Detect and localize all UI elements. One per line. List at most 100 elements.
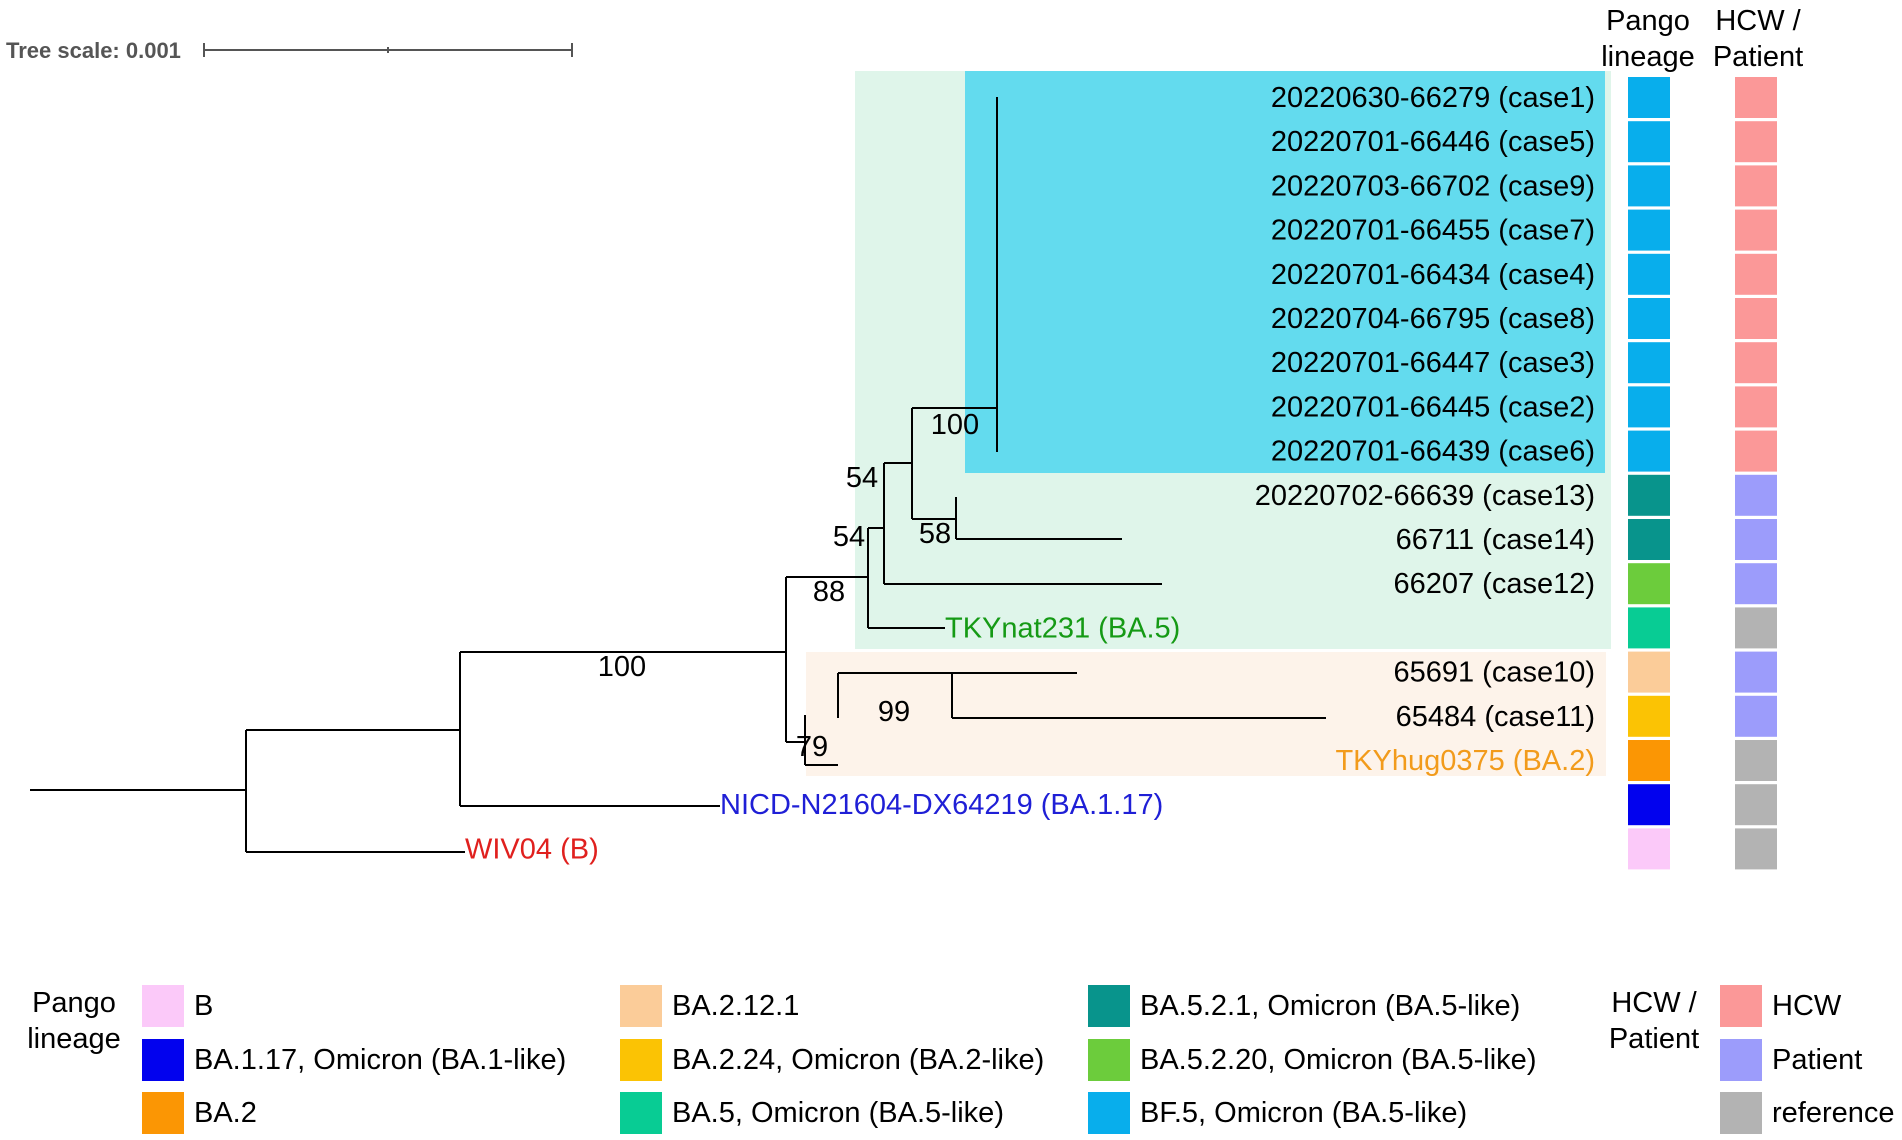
legend-label: HCW: [1772, 990, 1842, 1022]
hcw-patient-cell: [1735, 253, 1777, 295]
pango-lineage-cell: [1628, 386, 1670, 428]
hcw-patient-cell: [1735, 430, 1777, 472]
pango-lineage-cell: [1628, 209, 1670, 251]
legend-swatch: [620, 985, 662, 1027]
tip-label: 20220701-66455 (case7): [1271, 215, 1595, 247]
bootstrap-value: 88: [813, 576, 845, 608]
legend-swatch: [142, 985, 184, 1027]
pango-lineage-cell: [1628, 828, 1670, 870]
pango-lineage-cell: [1628, 607, 1670, 649]
hcw-patient-cell: [1735, 77, 1777, 118]
group-legend: HCW / Patient HCW Patient reference: [1609, 985, 1895, 1134]
tip-label: 20220704-66795 (case8): [1271, 303, 1595, 335]
hcw-patient-cell: [1735, 165, 1777, 207]
tip-label: 20220701-66445 (case2): [1271, 391, 1595, 423]
pango-legend-title-line1: Pango: [32, 987, 116, 1019]
legend-label: BA.2.12.1: [672, 990, 799, 1022]
legend-label: BA.1.17, Omicron (BA.1-like): [194, 1044, 566, 1076]
tree-scale-label: Tree scale: 0.001: [6, 38, 181, 63]
hcw-patient-cell: [1735, 563, 1777, 605]
legend-label: BA.5, Omicron (BA.5-like): [672, 1097, 1004, 1129]
pango-lineage-cell: [1628, 519, 1670, 560]
bootstrap-value: 54: [846, 462, 878, 494]
tree-scale-bar: [203, 43, 573, 57]
pango-lineage-cell: [1628, 430, 1670, 472]
hcw-patient-strip: [1735, 77, 1777, 870]
hcw-patient-cell: [1735, 828, 1777, 870]
hcw-patient-cell: [1735, 474, 1777, 516]
legend-label: reference: [1772, 1097, 1895, 1129]
legend-swatch: [1720, 1039, 1762, 1081]
pango-column-header-line2: lineage: [1601, 41, 1695, 73]
bf5-clade-shading: [965, 71, 1605, 473]
pango-lineage-cell: [1628, 298, 1670, 339]
tip-label: 65484 (case11): [1396, 701, 1595, 733]
tip-label: 20220701-66446 (case5): [1271, 126, 1595, 158]
pango-lineage-cell: [1628, 165, 1670, 207]
tip-label: TKYnat231 (BA.5): [945, 612, 1180, 644]
pango-lineage-cell: [1628, 563, 1670, 605]
tree-branches: [30, 97, 1326, 853]
hcw-patient-cell: [1735, 651, 1777, 693]
tip-label: 66207 (case12): [1393, 568, 1595, 600]
bootstrap-value: 79: [796, 731, 828, 763]
tip-label: 20220701-66434 (case4): [1271, 259, 1595, 291]
hcw-patient-cell: [1735, 607, 1777, 649]
pango-lineage-cell: [1628, 342, 1670, 384]
pango-lineage-cell: [1628, 784, 1670, 826]
legend-label: Patient: [1772, 1044, 1862, 1076]
pango-lineage-cell: [1628, 740, 1670, 781]
pango-legend: Pango lineage B BA.1.17, Omicron (BA.1-li…: [27, 985, 1536, 1134]
hcw-column-header-line1: HCW /: [1715, 5, 1801, 37]
bootstrap-value: 58: [919, 518, 951, 550]
hcw-patient-cell: [1735, 519, 1777, 560]
legend-swatch: [142, 1092, 184, 1134]
tip-label: 66711 (case14): [1396, 524, 1595, 556]
legend-swatch: [142, 1039, 184, 1081]
pango-lineage-cell: [1628, 121, 1670, 163]
legend-swatch: [1088, 1092, 1130, 1134]
legend-label: BA.2.24, Omicron (BA.2-like): [672, 1044, 1044, 1076]
hcw-patient-cell: [1735, 740, 1777, 781]
bootstrap-value: 99: [878, 696, 910, 728]
legend-label: BA.5.2.1, Omicron (BA.5-like): [1140, 990, 1520, 1022]
legend-swatch: [1088, 1039, 1130, 1081]
bootstrap-value: 54: [833, 521, 865, 553]
legend-swatch: [1720, 985, 1762, 1027]
legend-label: B: [194, 990, 213, 1022]
pango-lineage-cell: [1628, 253, 1670, 295]
tip-labels: 20220630-66279 (case1) 20220701-66446 (ca…: [465, 82, 1595, 865]
tip-label: 65691 (case10): [1393, 657, 1595, 689]
pango-lineage-strip: [1628, 77, 1670, 870]
tip-label: 20220702-66639 (case13): [1255, 480, 1595, 512]
tip-label: 20220630-66279 (case1): [1271, 82, 1595, 114]
pango-lineage-cell: [1628, 651, 1670, 693]
legend-swatch: [1720, 1092, 1762, 1134]
legend-swatch: [620, 1039, 662, 1081]
group-legend-title-line1: HCW /: [1611, 987, 1697, 1019]
pango-column-header-line1: Pango: [1606, 5, 1690, 37]
pango-lineage-cell: [1628, 474, 1670, 516]
pango-lineage-cell: [1628, 77, 1670, 118]
tip-label: TKYhug0375 (BA.2): [1335, 745, 1595, 777]
legend-label: BA.2: [194, 1097, 257, 1129]
hcw-patient-cell: [1735, 209, 1777, 251]
hcw-patient-cell: [1735, 386, 1777, 428]
pango-lineage-cell: [1628, 695, 1670, 737]
hcw-patient-cell: [1735, 342, 1777, 384]
hcw-patient-cell: [1735, 121, 1777, 163]
tip-label: 20220701-66447 (case3): [1271, 347, 1595, 379]
legend-label: BF.5, Omicron (BA.5-like): [1140, 1097, 1467, 1129]
tip-label: WIV04 (B): [465, 833, 599, 865]
group-legend-title-line2: Patient: [1609, 1023, 1699, 1055]
tip-label: NICD-N21604-DX64219 (BA.1.17): [720, 789, 1163, 821]
pango-legend-title-line2: lineage: [27, 1023, 121, 1055]
hcw-patient-cell: [1735, 695, 1777, 737]
legend-label: BA.5.2.20, Omicron (BA.5-like): [1140, 1044, 1536, 1076]
hcw-column-header-line2: Patient: [1713, 41, 1803, 73]
hcw-patient-cell: [1735, 784, 1777, 826]
legend-swatch: [620, 1092, 662, 1134]
